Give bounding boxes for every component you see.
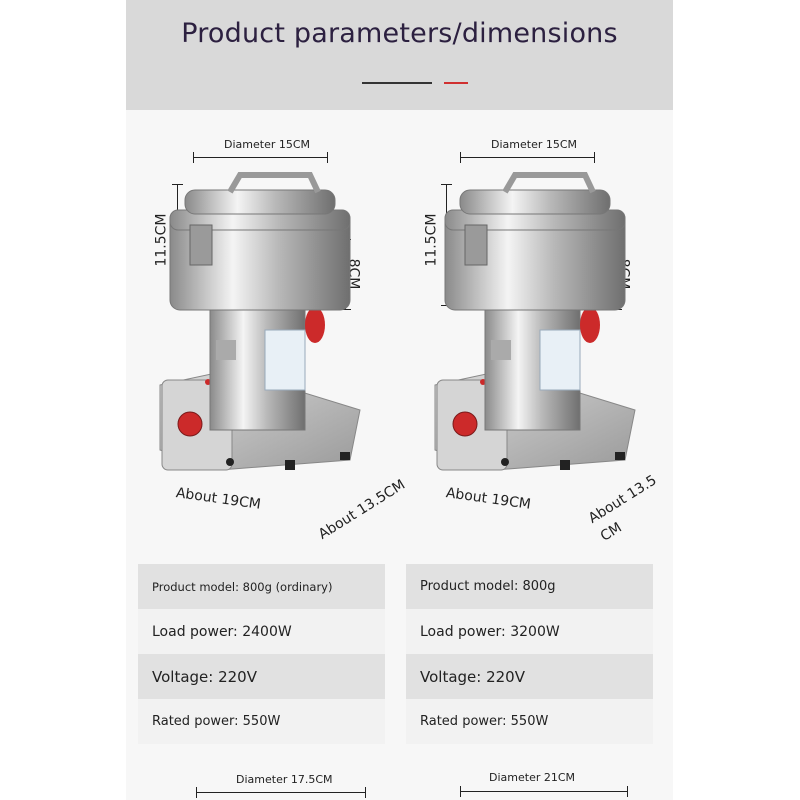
diameter-label: Diameter 15CM [224, 138, 311, 151]
spec-row-voltage: Voltage: 220V [138, 654, 385, 699]
title-underline [362, 82, 432, 84]
spec-row-load-power: Load power: 2400W [138, 609, 385, 654]
bottom-right-diameter-label: Diameter 21CM [489, 771, 576, 784]
diameter-dimension-line [460, 152, 595, 163]
grinder-machine-image [434, 172, 636, 471]
header-banner: Product parameters/dimensions [126, 0, 673, 110]
bottom-left-diameter-line [196, 787, 366, 798]
spec-row-rated-power: Rated power: 550W [406, 699, 653, 744]
bottom-left-diameter-label: Diameter 17.5CM [236, 773, 333, 786]
spec-row-model: Product model: 800g (ordinary) [138, 564, 385, 609]
page-title: Product parameters/dimensions [181, 18, 618, 49]
spec-table-right: Product model: 800g Load power: 3200W Vo… [406, 564, 653, 744]
spec-row-voltage: Voltage: 220V [406, 654, 653, 699]
spec-row-load-power: Load power: 3200W [406, 609, 653, 654]
spec-row-rated-power: Rated power: 550W [138, 699, 385, 744]
diameter-label: Diameter 15CM [491, 138, 578, 151]
bottom-right-diameter-line [460, 786, 628, 797]
spec-table-left: Product model: 800g (ordinary) Load powe… [138, 564, 385, 744]
title-underline-accent [444, 82, 468, 84]
diameter-dimension-line [193, 152, 328, 163]
spec-row-model: Product model: 800g [406, 564, 653, 609]
grinder-machine-image [159, 172, 361, 471]
